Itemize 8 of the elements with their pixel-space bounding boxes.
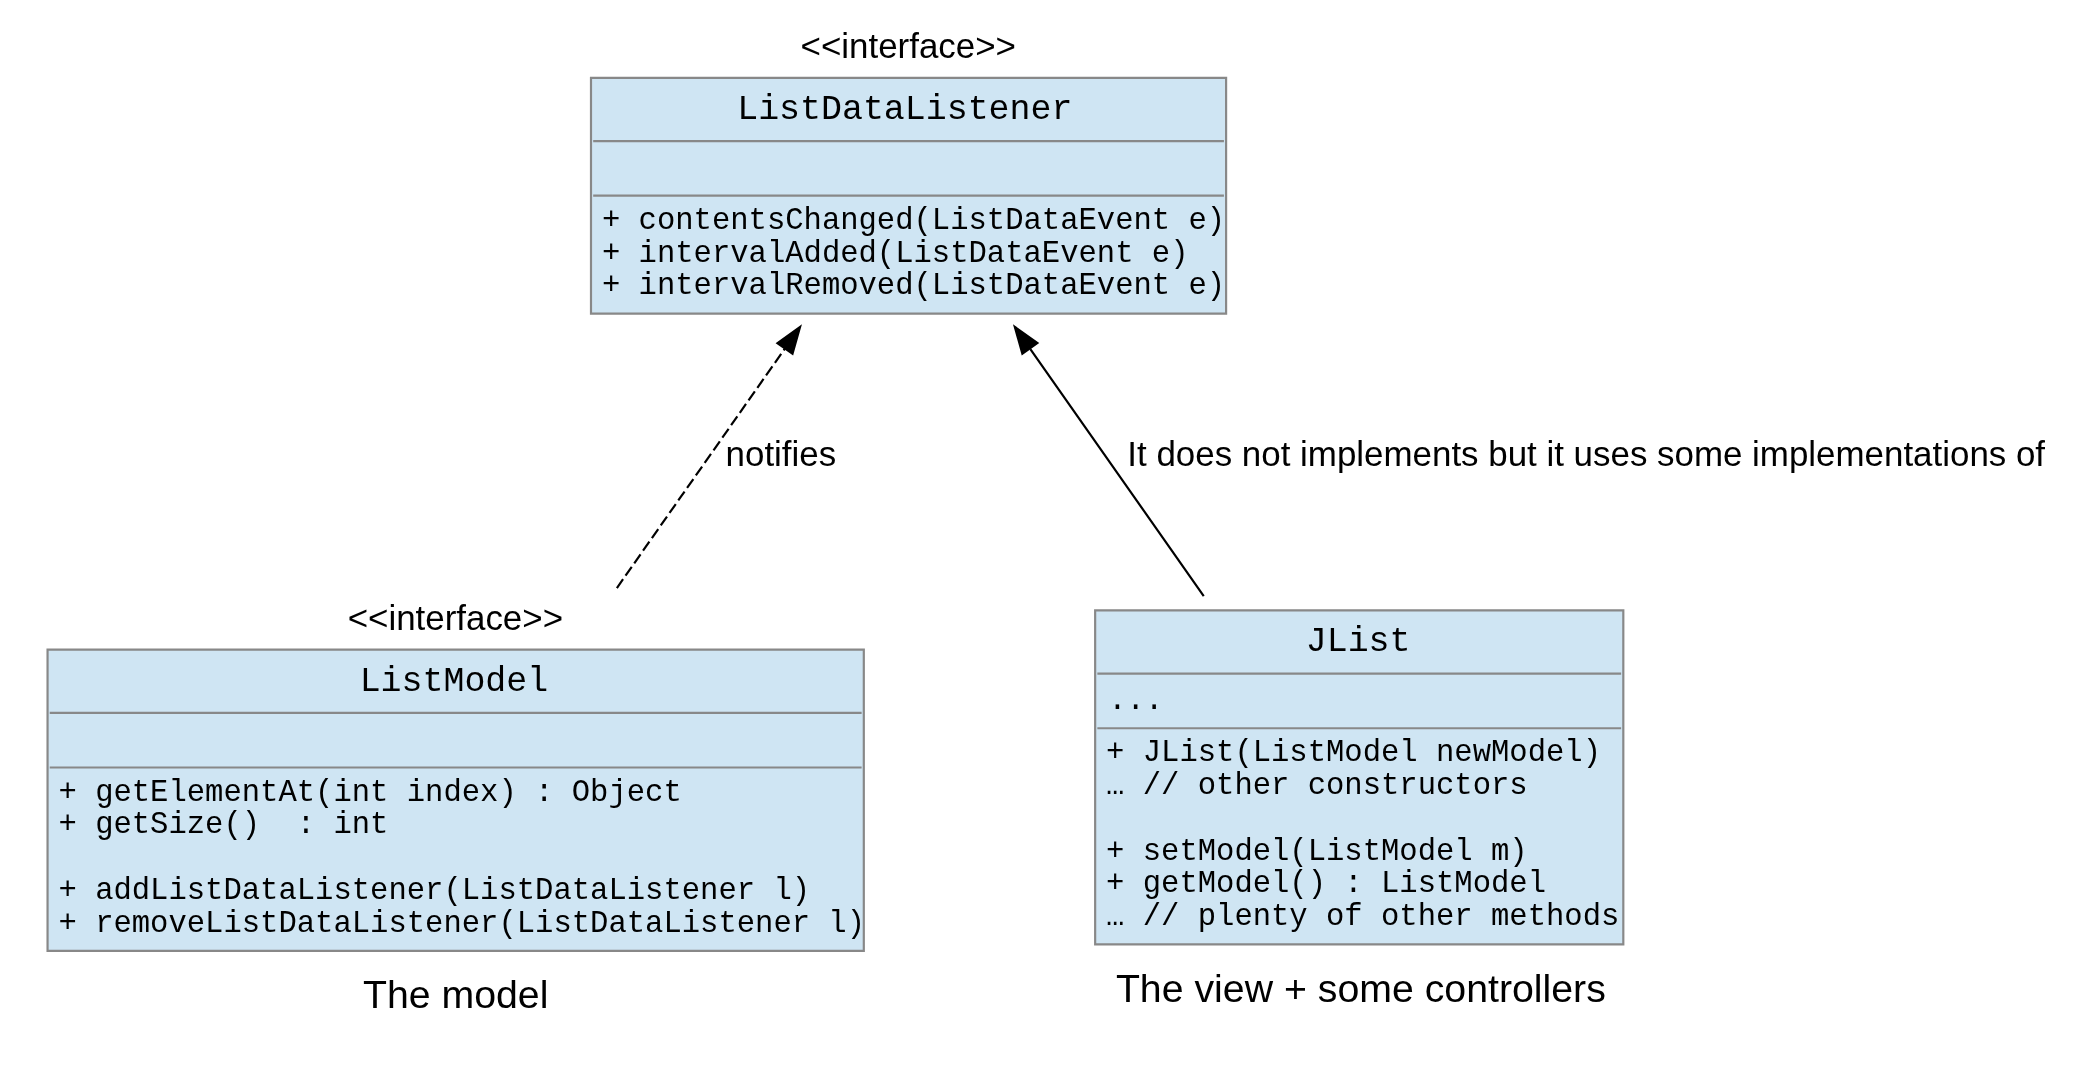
arrow (615, 324, 802, 589)
node-label: <<interface>> (800, 25, 1016, 65)
arrow (1012, 324, 1205, 597)
edge-label: It does not implements but it uses some implementations of (1126, 433, 2045, 473)
edge-label: notifies (725, 433, 836, 473)
node-label: The view + some controllers (1115, 965, 1606, 1010)
node-label: <<interface>> (347, 597, 563, 637)
node-label: The model (362, 972, 548, 1017)
